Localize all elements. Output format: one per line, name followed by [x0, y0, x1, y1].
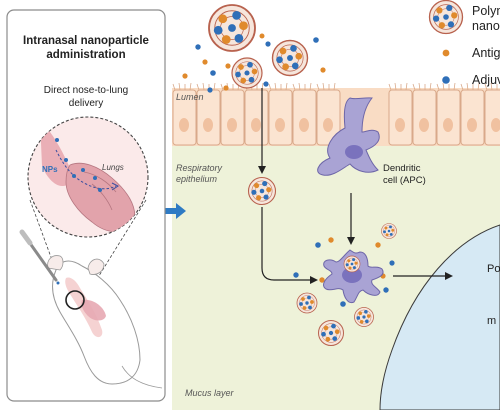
legend-adjuvant-icon [442, 76, 450, 84]
lungs-label: Lungs [102, 163, 124, 172]
flow-arrows [258, 88, 453, 284]
transition-arrow [165, 203, 186, 219]
mucus-layer-label: Mucus layer [185, 388, 235, 398]
lymph-node [379, 224, 500, 410]
panel-subtitle-2: delivery [69, 98, 103, 109]
mouse-illustration [19, 229, 163, 389]
legend-polymer-nanoparticle-icon [428, 0, 464, 35]
legend-antigen-label: Antig [472, 46, 500, 60]
lymph-node-label-partial-1: Poly [487, 263, 500, 275]
legend-antigen-icon [442, 49, 450, 57]
dendritic-cell-label-2: cell (APC) [383, 175, 426, 186]
airway-scene: Polym nano Antig Adjuv [172, 0, 500, 410]
magnified-lung-view: NPs Lungs [27, 116, 149, 238]
legend-polymer-label-1: Polym [472, 4, 500, 18]
lumen-nanoparticles [207, 3, 309, 89]
respiratory-epithelium-label-1: Respiratory [176, 163, 223, 173]
left-panel: Intranasal nanoparticle administration D… [6, 9, 166, 402]
panel-subtitle-1: Direct nose-to-lung [44, 85, 128, 96]
dendritic-cell-mucus [323, 249, 384, 304]
dendritic-cell-epithelium [317, 97, 380, 176]
free-antigen-adjuvant-dots [182, 33, 395, 307]
dendritic-cell-label-1: Dendritic [383, 163, 421, 174]
lymph-node-label-partial-2: m [487, 315, 496, 327]
panel-title-1: Intranasal nanoparticle [23, 35, 149, 47]
lumen-label: Lumen [176, 92, 204, 102]
nps-label: NPs [42, 165, 58, 174]
epithelium-cells [172, 82, 500, 146]
legend-adjuvant-label: Adjuv [472, 73, 500, 87]
respiratory-epithelium-label-2: epithelium [176, 174, 218, 184]
legend: Polym nano Antig Adjuv [428, 0, 500, 87]
panel-title-2: administration [46, 49, 125, 61]
legend-polymer-label-2: nano [472, 19, 500, 33]
